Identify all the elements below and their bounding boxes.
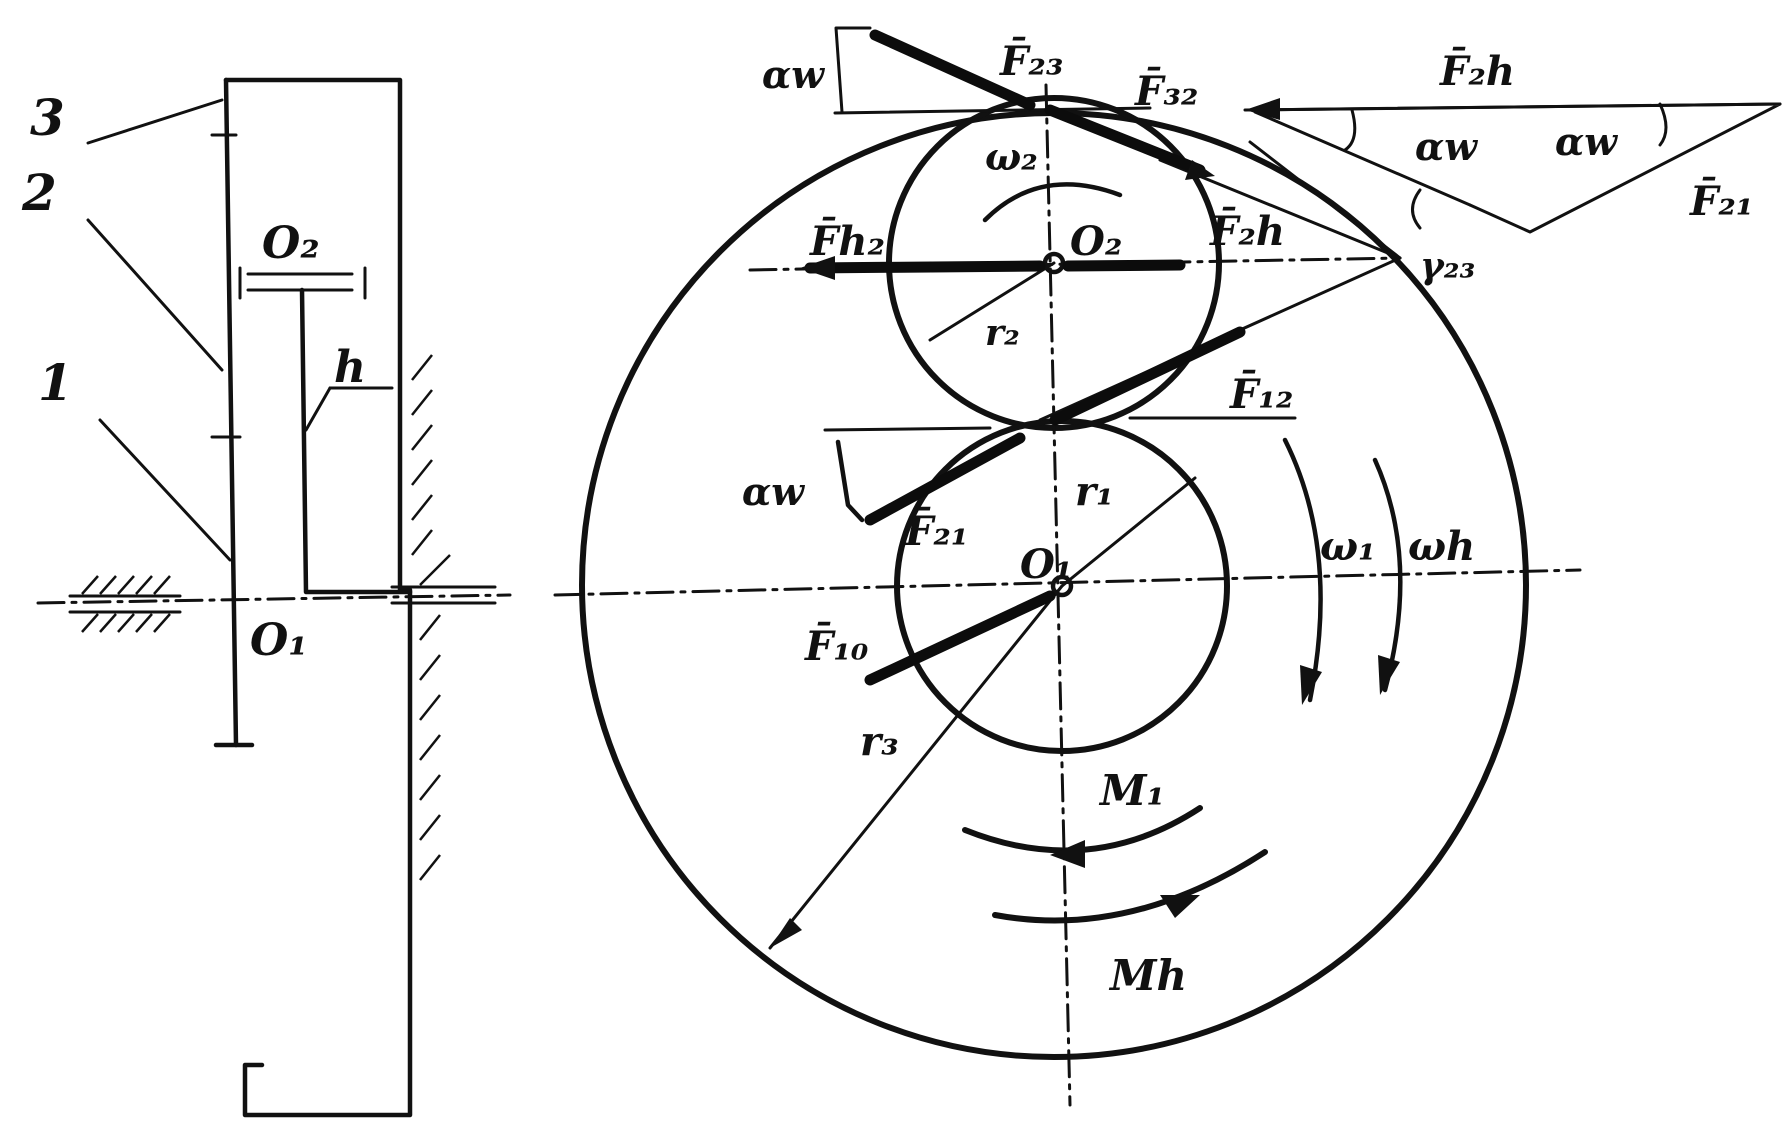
omega-2-arrow <box>982 182 1123 223</box>
label-omega2: ω₂ <box>985 134 1038 179</box>
label-r3: r₃ <box>860 718 899 765</box>
label-mh: Mh <box>1108 951 1187 1000</box>
carrier-h <box>299 287 413 595</box>
label-axis-o2: O₂ <box>262 218 320 269</box>
housing-wall-hatch <box>411 354 451 881</box>
moment-m1-arrowhead <box>1050 840 1085 868</box>
force-f21 <box>864 432 1026 526</box>
label-link-3: 3 <box>30 88 65 147</box>
label-f23: F̄₂₃ <box>999 38 1063 85</box>
force-f10 <box>864 590 1056 686</box>
force-f32 <box>1044 104 1206 176</box>
force-f2h-arrow <box>1243 102 1782 112</box>
arrowhead-f2h <box>1245 98 1280 120</box>
plan-view: F̄₂₃ F̄₃₂ F̄₂h F̄₂₁ F̄h₂ F̄₂h F̄₁₂ F̄₂₁ … <box>553 26 1782 1107</box>
arrowhead-r3 <box>770 918 802 948</box>
vertical-centerline <box>1044 83 1072 1107</box>
tangent-line-top <box>833 106 1152 115</box>
line-gamma <box>1248 140 1402 260</box>
label-axis-o1: O₁ <box>250 615 308 666</box>
gamma-arc <box>1411 188 1422 230</box>
label-o2: O₂ <box>1070 218 1122 265</box>
left-bearing-hatch <box>81 575 171 633</box>
label-f10: F̄₁₀ <box>804 623 869 670</box>
label-omegah: ωh <box>1408 523 1475 570</box>
label-f21-top: F̄₂₁ <box>1689 178 1753 225</box>
alpha-w-arc-right-1 <box>1343 108 1357 152</box>
omega-1-arrow <box>1282 437 1323 703</box>
moment-m1-arrow <box>962 805 1203 854</box>
main-axis <box>36 593 512 605</box>
label-alpha-w-top-left: αw <box>762 52 825 97</box>
label-o1: O₁ <box>1020 541 1072 588</box>
label-m1: M₁ <box>1098 766 1165 815</box>
force-f23 <box>869 29 1036 111</box>
omega-h-arrowhead <box>1378 655 1400 695</box>
moment-mh-arrow <box>992 849 1268 924</box>
arrowhead-f32 <box>1185 160 1215 180</box>
label-f21: F̄₂₁ <box>904 508 968 555</box>
arrowhead-fh2 <box>800 256 835 280</box>
sun-gear-shaft <box>223 77 239 748</box>
label-link-1: 1 <box>38 353 73 412</box>
radius-r3 <box>768 584 1064 950</box>
leader-3 <box>86 98 224 145</box>
label-alpha-w-right-2: αw <box>1555 119 1618 164</box>
force-triangle-side <box>1253 110 1472 207</box>
center-o1-mark <box>1050 574 1074 598</box>
force-f12 <box>1049 326 1246 426</box>
radius-r1 <box>1060 476 1197 588</box>
label-fh2: F̄h₂ <box>809 218 885 265</box>
label-alpha-w-right-1: αw <box>1415 124 1478 169</box>
label-f2h-right: F̄₂h <box>1209 208 1285 255</box>
alpha-w-arc-right-2 <box>1658 102 1668 147</box>
force-fh2 <box>804 260 1046 274</box>
omega-1-arrowhead <box>1300 665 1322 705</box>
ring-gear-outline <box>223 77 413 1118</box>
radius-r2 <box>928 261 1056 342</box>
alpha-w-triangle-top <box>834 26 872 114</box>
alpha-w-bracket-left <box>835 439 865 523</box>
label-f12: F̄₁₂ <box>1229 371 1293 418</box>
label-alpha-w-left: αw <box>742 469 805 514</box>
label-gamma23: γ₂₃ <box>1420 245 1475 287</box>
label-link-2: 2 <box>21 163 57 222</box>
moment-mh-arrowhead <box>1160 895 1200 918</box>
label-carrier-h: h <box>334 342 366 393</box>
alpha-w-triangle-left <box>823 426 992 432</box>
force-f2h-right <box>1062 259 1186 272</box>
label-r2: r₂ <box>985 312 1020 354</box>
omega-h-arrow <box>1372 457 1403 693</box>
leader-2 <box>86 218 224 372</box>
leader-1 <box>98 418 232 562</box>
kinematic-scheme: 3 2 1 O₁ O₂ h <box>21 77 512 1118</box>
carrier-label-leader <box>304 386 332 432</box>
label-omega1: ω₁ <box>1320 523 1376 570</box>
label-r1: r₁ <box>1075 468 1114 515</box>
label-f32: F̄₃₂ <box>1134 68 1198 115</box>
label-f2h: F̄₂h <box>1439 48 1515 95</box>
